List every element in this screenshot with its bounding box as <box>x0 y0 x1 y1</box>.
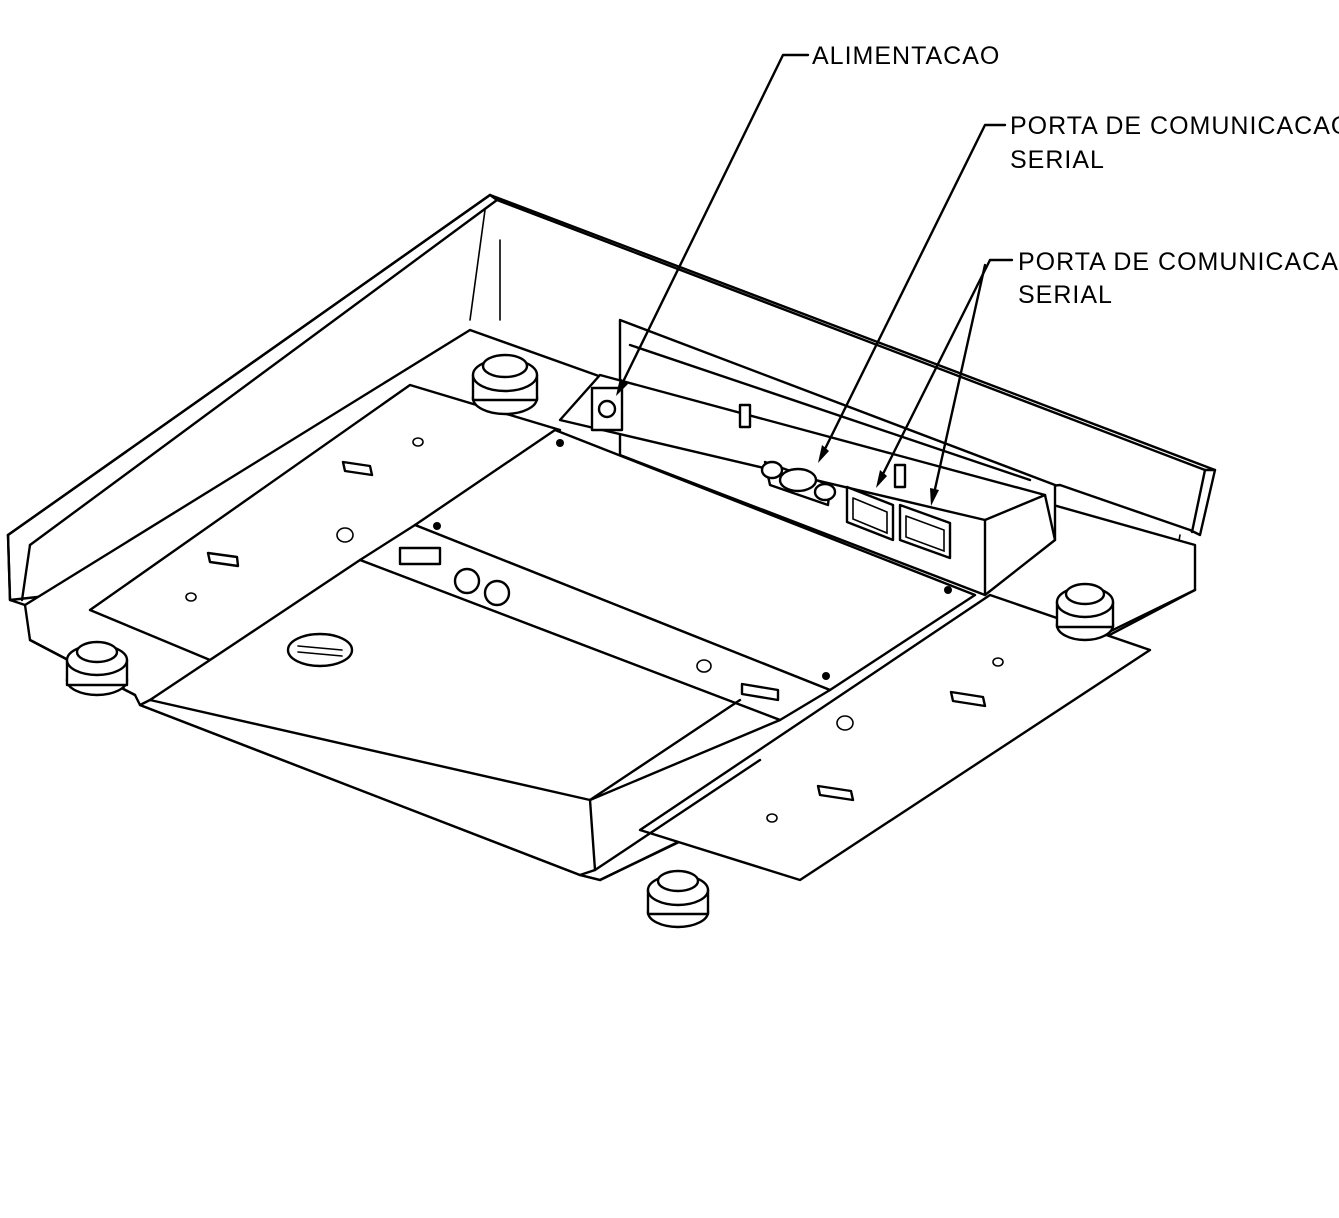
foot-back-left <box>471 353 539 416</box>
foot-back-right <box>1055 582 1115 642</box>
rj-serial-port-1 <box>845 485 895 542</box>
callout-serial-2-line2: SERIAL <box>1018 281 1113 309</box>
mounting-details <box>185 437 1004 823</box>
rj-serial-port-2 <box>898 503 952 560</box>
callout-serial-1-line2: SERIAL <box>1010 146 1105 174</box>
housing-stud <box>738 403 907 489</box>
callout-serial-2-line1: PORTA DE COMUNICACAO <box>1018 248 1339 276</box>
foot-front-right <box>646 869 710 929</box>
callout-serial-1-line1: PORTA DE COMUNICACAO <box>1010 112 1339 140</box>
callout-leaders <box>616 53 1014 506</box>
foot-front-left <box>65 640 129 697</box>
db9-serial-connector <box>760 460 837 507</box>
callout-power-label: ALIMENTACAO <box>812 42 1000 70</box>
